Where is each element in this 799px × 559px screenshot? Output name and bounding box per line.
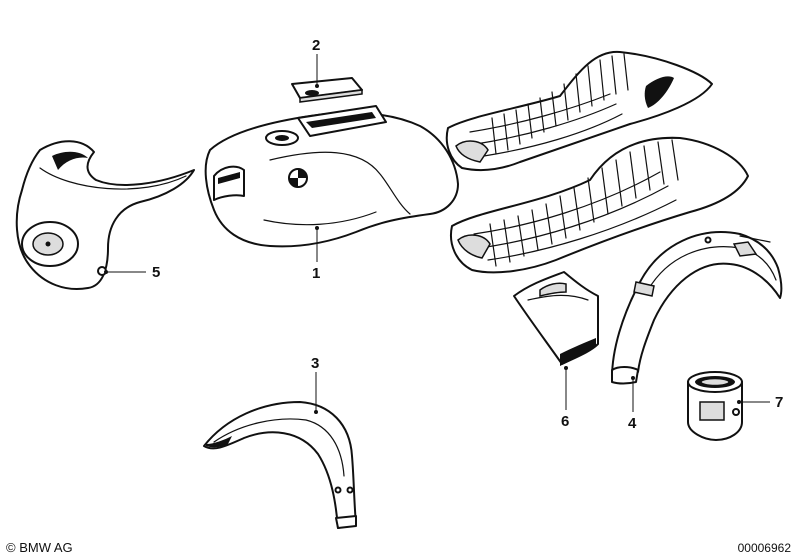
touring-seat[interactable] <box>450 136 749 274</box>
fuel-tank[interactable] <box>204 105 459 248</box>
leader-3-dot <box>314 410 318 414</box>
tank-lid[interactable] <box>291 77 363 103</box>
callout-3: 3 <box>311 355 319 372</box>
copyright-notice: © BMW AG <box>6 540 73 555</box>
leader-6-dot <box>564 366 568 370</box>
callout-4: 4 <box>628 415 637 432</box>
callout-6: 6 <box>561 413 569 430</box>
sport-seat[interactable] <box>445 50 713 171</box>
leader-7-dot <box>737 400 741 404</box>
rear-fender[interactable] <box>611 231 783 385</box>
diagram-number: 00006962 <box>737 541 791 555</box>
battery-cover[interactable] <box>513 271 599 366</box>
paint-tin[interactable] <box>687 371 743 441</box>
callout-2: 2 <box>312 37 320 54</box>
leader-2-dot <box>315 84 319 88</box>
callout-5: 5 <box>152 264 160 281</box>
front-fender[interactable] <box>203 401 357 529</box>
callout-7: 7 <box>775 394 783 411</box>
callout-1: 1 <box>312 265 320 282</box>
headlight-fairing[interactable] <box>15 140 195 290</box>
leader-1-dot <box>315 226 319 230</box>
leader-4-dot <box>631 376 635 380</box>
leader-5-dot <box>104 270 108 274</box>
